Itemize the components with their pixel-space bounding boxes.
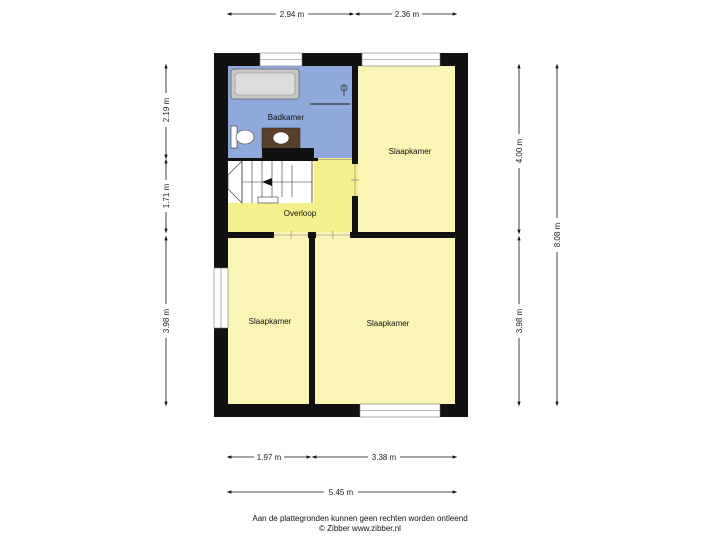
room-slaapkamer-bottom-left-fill: [228, 238, 309, 404]
dimension-label-bottom-left: 1.97 m: [257, 453, 282, 462]
vanity: [261, 127, 301, 149]
toilet: [230, 125, 255, 149]
dimension-label-left-middle: 1.71 m: [162, 183, 171, 208]
room-label-slaapkamer-bottom-left: Slaapkamer: [249, 317, 292, 326]
shower: [310, 84, 350, 105]
dimension-label-top-right: 2.36 m: [395, 10, 420, 19]
room-label-badkamer: Badkamer: [268, 113, 305, 122]
dimension-left-middle: 1.71 m: [162, 158, 171, 234]
room-slaapkamer-top-right-fill: [358, 66, 455, 232]
dimension-top-right: 2.36 m: [354, 10, 458, 19]
room-label-slaapkamer-top-right: Slaapkamer: [389, 147, 432, 156]
dimension-bottom-total: 5.45 m: [226, 488, 458, 497]
windows: [213, 52, 441, 418]
footer-copyright: © Zibber www.zibber.nl: [319, 524, 401, 533]
dimension-top-left: 2.94 m: [226, 10, 355, 19]
dimension-label-bottom-right: 3.38 m: [372, 453, 397, 462]
dimension-right-bottom: 3.98 m: [515, 235, 524, 407]
bathtub: [230, 68, 300, 100]
dimension-right-top: 4.00 m: [515, 63, 524, 235]
dimension-label-right-bottom: 3.98 m: [515, 308, 524, 333]
dimension-label-bottom-total: 5.45 m: [329, 488, 354, 497]
dimension-label-right-top: 4.00 m: [515, 138, 524, 163]
dimension-label-left-top: 2.19 m: [162, 97, 171, 122]
dimension-bottom-left: 1.97 m: [226, 453, 312, 462]
dimension-right-total: 8.08 m: [553, 63, 562, 407]
staircase: [227, 160, 314, 204]
door-openings: [274, 158, 359, 239]
dimension-label-left-bottom: 3.98 m: [162, 308, 171, 333]
room-label-overloop: Overloop: [284, 209, 317, 218]
room-slaapkamer-bottom-right-fill: [315, 238, 455, 404]
room-label-slaapkamer-bottom-right: Slaapkamer: [367, 319, 410, 328]
dimension-bottom-right: 3.38 m: [311, 453, 458, 462]
dimension-label-top-left: 2.94 m: [280, 10, 305, 19]
footer-disclaimer: Aan de plattegronden kunnen geen rechten…: [252, 514, 468, 523]
dimension-left-top: 2.19 m: [162, 63, 171, 160]
dimension-left-bottom: 3.98 m: [162, 235, 171, 407]
dimension-label-right-total: 8.08 m: [553, 222, 562, 247]
